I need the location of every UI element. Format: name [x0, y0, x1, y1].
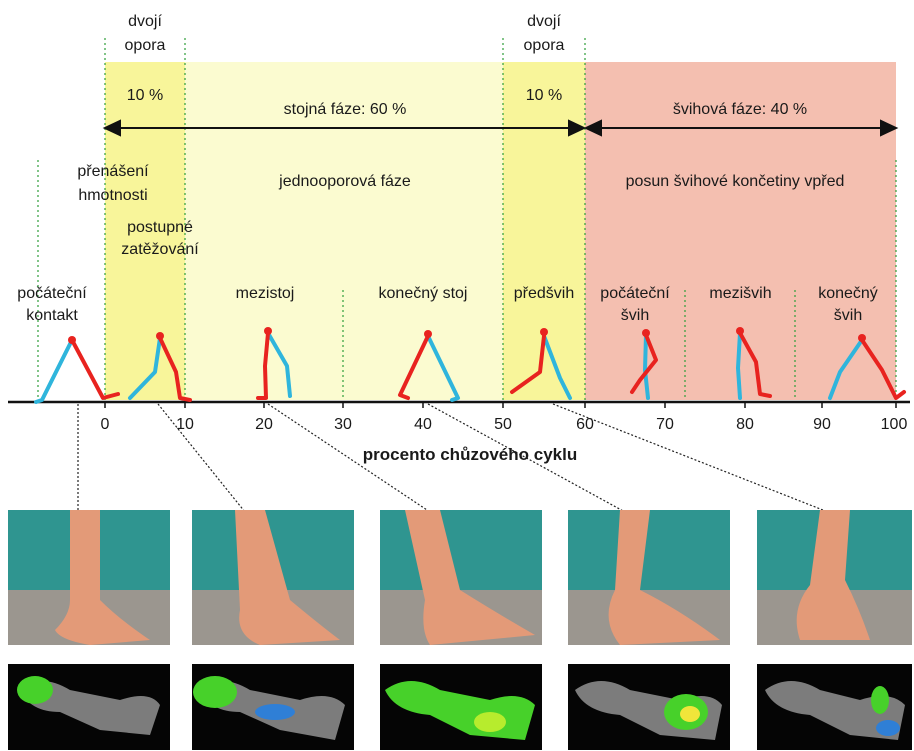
pressure-scan-panels	[8, 664, 912, 750]
terminal-stance-label: konečný stoj	[346, 284, 500, 303]
axis-title: procento chůzového cyklu	[300, 445, 640, 465]
tick-label: 10	[170, 415, 200, 434]
tick-label: 30	[328, 415, 358, 434]
stance-phase-label: stojná fáze: 60 %	[195, 100, 495, 119]
tick-label: 70	[650, 415, 680, 434]
tick-label: 40	[408, 415, 438, 434]
swing-advance-label: posun švihové končetiny vpřed	[560, 172, 910, 191]
weight-transfer-line2: hmotnosti	[42, 186, 184, 205]
tick-label: 0	[90, 415, 120, 434]
midstance-label: mezistoj	[195, 284, 335, 303]
terminal-swing-line1: konečný	[798, 284, 898, 303]
tick-label: 80	[730, 415, 760, 434]
photo-panels	[8, 510, 912, 645]
weight-transfer-line1: přenášení	[42, 162, 184, 181]
double-support-2-line2: opora	[506, 36, 582, 55]
preswing-label: předšvih	[503, 284, 585, 303]
loading-line1: postupné	[100, 218, 220, 237]
initial-contact-line2: kontakt	[0, 306, 104, 325]
double-support-1-line1: dvojí	[108, 12, 182, 31]
terminal-swing-line2: švih	[798, 306, 898, 325]
loading-line2: zatěžování	[100, 240, 220, 259]
initial-swing-line2: švih	[586, 306, 684, 325]
tick-label: 90	[807, 415, 837, 434]
double-support-2-percent: 10 %	[506, 86, 582, 105]
swing-phase-label: švihová fáze: 40 %	[595, 100, 885, 119]
double-support-1-percent: 10 %	[108, 86, 182, 105]
tick-label: 60	[570, 415, 600, 434]
tick-label: 20	[249, 415, 279, 434]
initial-contact-line1: počáteční	[0, 284, 104, 303]
double-support-1-line2: opora	[108, 36, 182, 55]
midswing-label: mezišvih	[688, 284, 793, 303]
tick-label: 50	[488, 415, 518, 434]
single-support-label: jednooporová fáze	[195, 172, 495, 191]
initial-swing-line1: počáteční	[586, 284, 684, 303]
tick-label: 100	[876, 415, 912, 434]
double-support-2-line1: dvojí	[506, 12, 582, 31]
